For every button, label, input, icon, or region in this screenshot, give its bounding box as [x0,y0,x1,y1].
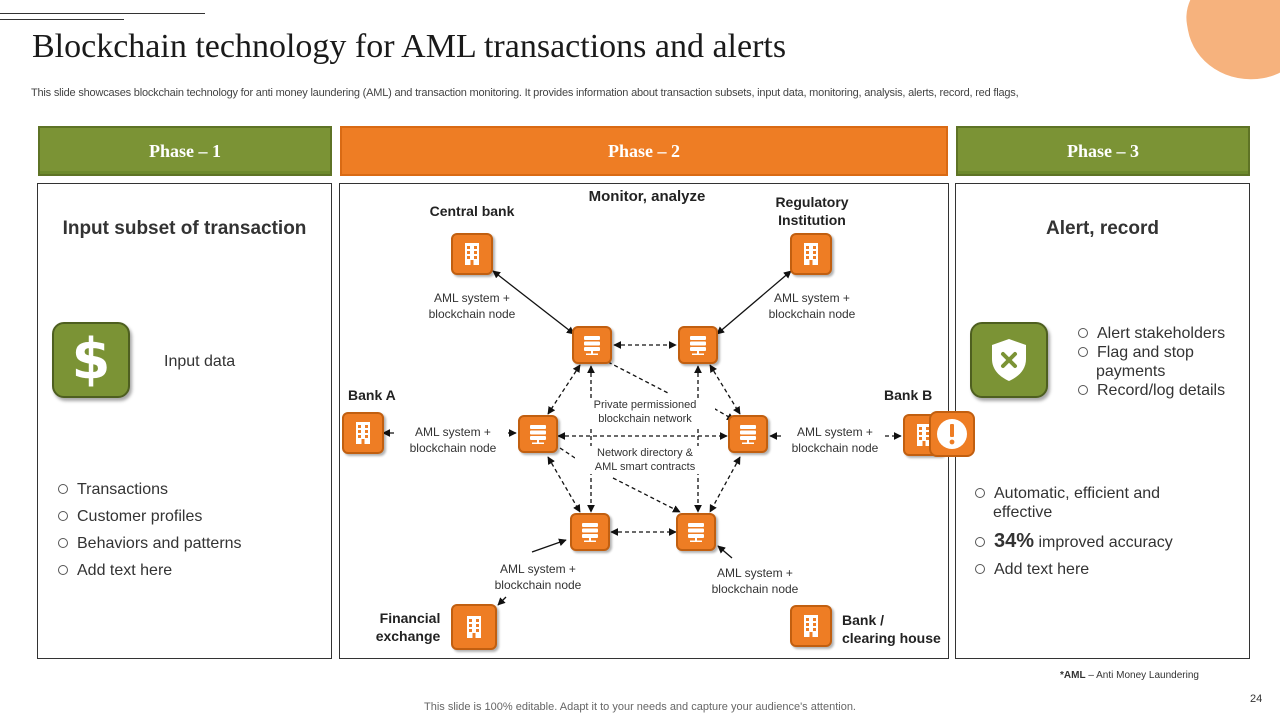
top-rule-long [0,13,205,14]
blockchain-node-icon [572,326,612,364]
phase-1-item: Add text here [58,562,172,580]
alert-item: Flag and stop [1078,344,1194,362]
alert-item: Alert stakeholders [1078,325,1225,343]
bullet-icon [975,487,985,498]
bullet-icon [975,563,985,574]
phase-3-heading: Alert, record [1046,218,1159,239]
phase-1-panel [37,183,332,659]
smart-contracts-label: Network directory &AML smart contracts [575,446,715,474]
phase-1-item: Behaviors and patterns [58,535,242,553]
blockchain-node-icon [518,415,558,453]
bullet-icon [975,536,985,547]
bank-b-label: Bank B [884,387,933,403]
regulatory-label-line2: Institution [778,212,846,228]
top-rule-short [0,19,124,20]
aml-node-label: AML system +blockchain node [409,425,497,455]
bank-a-building-icon [342,412,384,454]
blockchain-node-icon [570,513,610,551]
central-bank-label: Central bank [429,203,515,219]
bullet-icon [1078,384,1088,395]
slide-title: Blockchain technology for AML transactio… [32,28,787,65]
bullet-icon [58,564,68,575]
aml-node-label: AML system +blockchain node [428,291,516,321]
financial-exchange-building-icon [451,604,497,650]
financial-exchange-label-line1: Financial [379,610,441,626]
phase-2-heading: Monitor, analyze [588,188,706,205]
phase-1-item: Transactions [58,481,168,499]
alert-item-continued: payments [1096,363,1166,380]
aml-node-label: AML system +blockchain node [711,566,799,596]
clearing-house-building-icon [790,605,832,647]
bullet-icon [58,537,68,548]
bullet-icon [58,510,68,521]
phase-3-panel [955,183,1250,659]
regulatory-building-icon [790,233,832,275]
page-number: 24 [1250,693,1263,705]
accuracy-item: 34% improved accuracy [975,530,1173,553]
result-item: Automatic, efficient and [975,485,1160,503]
central-bank-building-icon [451,233,493,275]
blockchain-node-icon [678,326,718,364]
footer-text: This slide is 100% editable. Adapt it to… [424,701,856,713]
financial-exchange-label-line2: exchange [375,628,441,644]
blockchain-node-icon [728,415,768,453]
phase-1-header: Phase – 1 [38,126,332,176]
clearing-house-label-line2: clearing house [842,630,941,646]
aml-node-label: AML system +blockchain node [768,291,856,321]
phase-1-heading: Input subset of transaction [62,218,307,239]
bank-a-label: Bank A [348,387,396,403]
shield-x-icon [970,322,1048,398]
blockchain-node-icon [676,513,716,551]
phase-3-header: Phase – 3 [956,126,1250,176]
bullet-icon [58,483,68,494]
result-item: Add text here [975,561,1089,579]
alert-exclamation-icon [929,411,975,457]
accuracy-value: 34% [994,530,1035,552]
clearing-house-label-line1: Bank / [842,612,885,628]
phase-2-header: Phase – 2 [340,126,948,176]
result-item-continued: effective [993,504,1053,521]
footnote: *AML – Anti Money Laundering [1060,670,1199,681]
alert-item: Record/log details [1078,382,1225,400]
aml-node-label: AML system +blockchain node [791,425,879,455]
regulatory-label-line1: Regulatory [775,194,849,210]
bullet-icon [1078,327,1088,338]
phase-1-item: Customer profiles [58,508,202,526]
slide-subtitle: This slide showcases blockchain technolo… [31,87,1019,99]
input-data-label: Input data [164,353,236,370]
aml-node-label: AML system +blockchain node [494,562,582,592]
bullet-icon [1078,346,1088,357]
dollar-icon: $ [52,322,130,398]
